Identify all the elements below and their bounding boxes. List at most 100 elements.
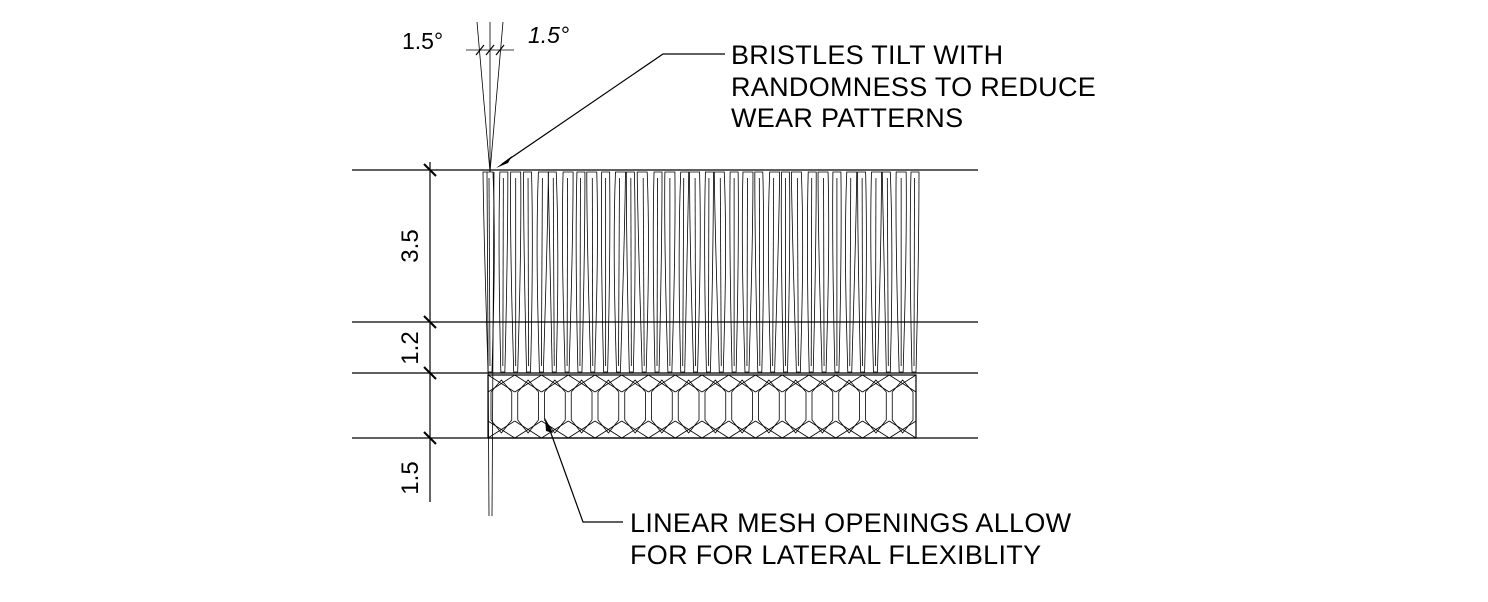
bristle-centerline (630, 177, 632, 367)
bristle (909, 171, 920, 373)
bristle (806, 171, 817, 373)
mesh-cell (704, 379, 727, 434)
mesh-cell (784, 379, 807, 434)
reference-bristle (486, 171, 495, 517)
bristle-centerline (656, 177, 658, 367)
bristle-leader-arrow (496, 156, 512, 168)
bristle (613, 171, 626, 373)
mesh-leader (547, 424, 623, 523)
bristle (857, 171, 867, 373)
mesh-note-line-1: LINEAR MESH OPENINGS ALLOW (630, 508, 1072, 538)
bristle-centerline (618, 177, 620, 367)
mesh-cross (541, 374, 569, 439)
bristle-centerline (810, 177, 813, 367)
bristle-centerline (823, 177, 825, 367)
bristle-note-line-1: BRISTLES TILT WITH (731, 40, 1003, 70)
bristle (600, 171, 611, 373)
bristle (636, 171, 649, 373)
leader-lines (496, 53, 725, 523)
mesh-cell (490, 379, 513, 434)
angle-label-left: 1.5° (402, 28, 443, 54)
mesh-cell (758, 379, 780, 434)
tick-mid (423, 315, 437, 329)
dimension-label-bristle: 3.5 (397, 229, 424, 262)
mesh-cell (838, 379, 860, 434)
bristle (713, 171, 726, 373)
bristle-centerline (772, 177, 775, 367)
mesh-cell (891, 379, 914, 434)
bristle-centerline (502, 177, 504, 367)
bristle (754, 171, 765, 373)
bristle-centerline (719, 177, 722, 367)
bristle (575, 171, 586, 373)
bristle-centerline (849, 177, 852, 367)
bristle (790, 171, 804, 373)
vertical-dimension: 3.5 1.2 1.5 (397, 162, 437, 502)
mesh-cell (597, 379, 620, 434)
bristle (482, 171, 495, 373)
bristle (689, 171, 701, 373)
mesh-cell (651, 379, 673, 434)
bristle-centerline (861, 177, 864, 367)
mesh-cross (728, 374, 756, 439)
mesh-cross (862, 374, 890, 439)
dimension-label-mid: 1.2 (397, 331, 424, 364)
bristle-note: BRISTLES TILT WITH RANDOMNESS TO REDUCE … (731, 40, 1096, 133)
bristle-centerline (579, 177, 581, 367)
bristle (498, 171, 509, 373)
bristle-centerline (886, 177, 889, 367)
mesh-cell (731, 379, 753, 434)
mesh-cross (835, 374, 863, 439)
mesh-cross (487, 374, 515, 439)
bristle-centerline (875, 177, 877, 367)
bristle (767, 171, 781, 373)
mesh-cross (621, 374, 649, 439)
mesh-cell (570, 379, 593, 434)
bristle-centerline (694, 177, 696, 367)
bristle (741, 171, 754, 373)
tick-top (423, 163, 437, 177)
bristle (678, 171, 690, 373)
mesh-cell (544, 379, 566, 434)
bristle (586, 171, 598, 373)
mesh-cross (648, 374, 676, 439)
bristle-centerline (746, 177, 748, 367)
mesh-leader-arrow (545, 418, 553, 433)
tick-mesh-top (423, 366, 437, 380)
bristle (536, 171, 549, 373)
mesh-cross (675, 374, 703, 439)
bristle (704, 171, 714, 373)
bristle (510, 171, 522, 373)
bristle (845, 171, 858, 373)
bristle-note-line-3: WEAR PATTERNS (731, 103, 963, 133)
bristle (817, 171, 830, 373)
bristle-leader (501, 53, 725, 165)
bristle (625, 171, 636, 373)
bristle (870, 171, 882, 373)
mesh-cross (594, 374, 622, 439)
bristle-centerline (758, 177, 761, 367)
mesh-cross (568, 374, 596, 439)
mesh-cross (808, 374, 836, 439)
angle-tick-2 (485, 44, 495, 56)
angle-tick-1 (475, 44, 485, 56)
mesh-note: LINEAR MESH OPENINGS ALLOW FOR FOR LATER… (630, 508, 1072, 570)
bristle (895, 171, 907, 373)
mesh-cross (701, 374, 729, 439)
mesh-outline (487, 374, 917, 439)
bristle-centerline (591, 177, 594, 367)
mesh-cell (811, 379, 834, 434)
bristle (562, 171, 574, 373)
angle-tick-3 (495, 44, 505, 56)
bristle-centerline (552, 177, 555, 367)
mesh-cells (487, 374, 917, 439)
angle-label-right: 1.5° (528, 22, 569, 48)
mesh-cell (517, 379, 539, 434)
angle-indicator: 1.5° 1.5° (402, 21, 569, 173)
bristle (664, 171, 676, 373)
bristle (832, 171, 842, 373)
mesh-cross (514, 374, 542, 439)
bristle-centerline (566, 177, 568, 367)
bristle (780, 171, 791, 373)
